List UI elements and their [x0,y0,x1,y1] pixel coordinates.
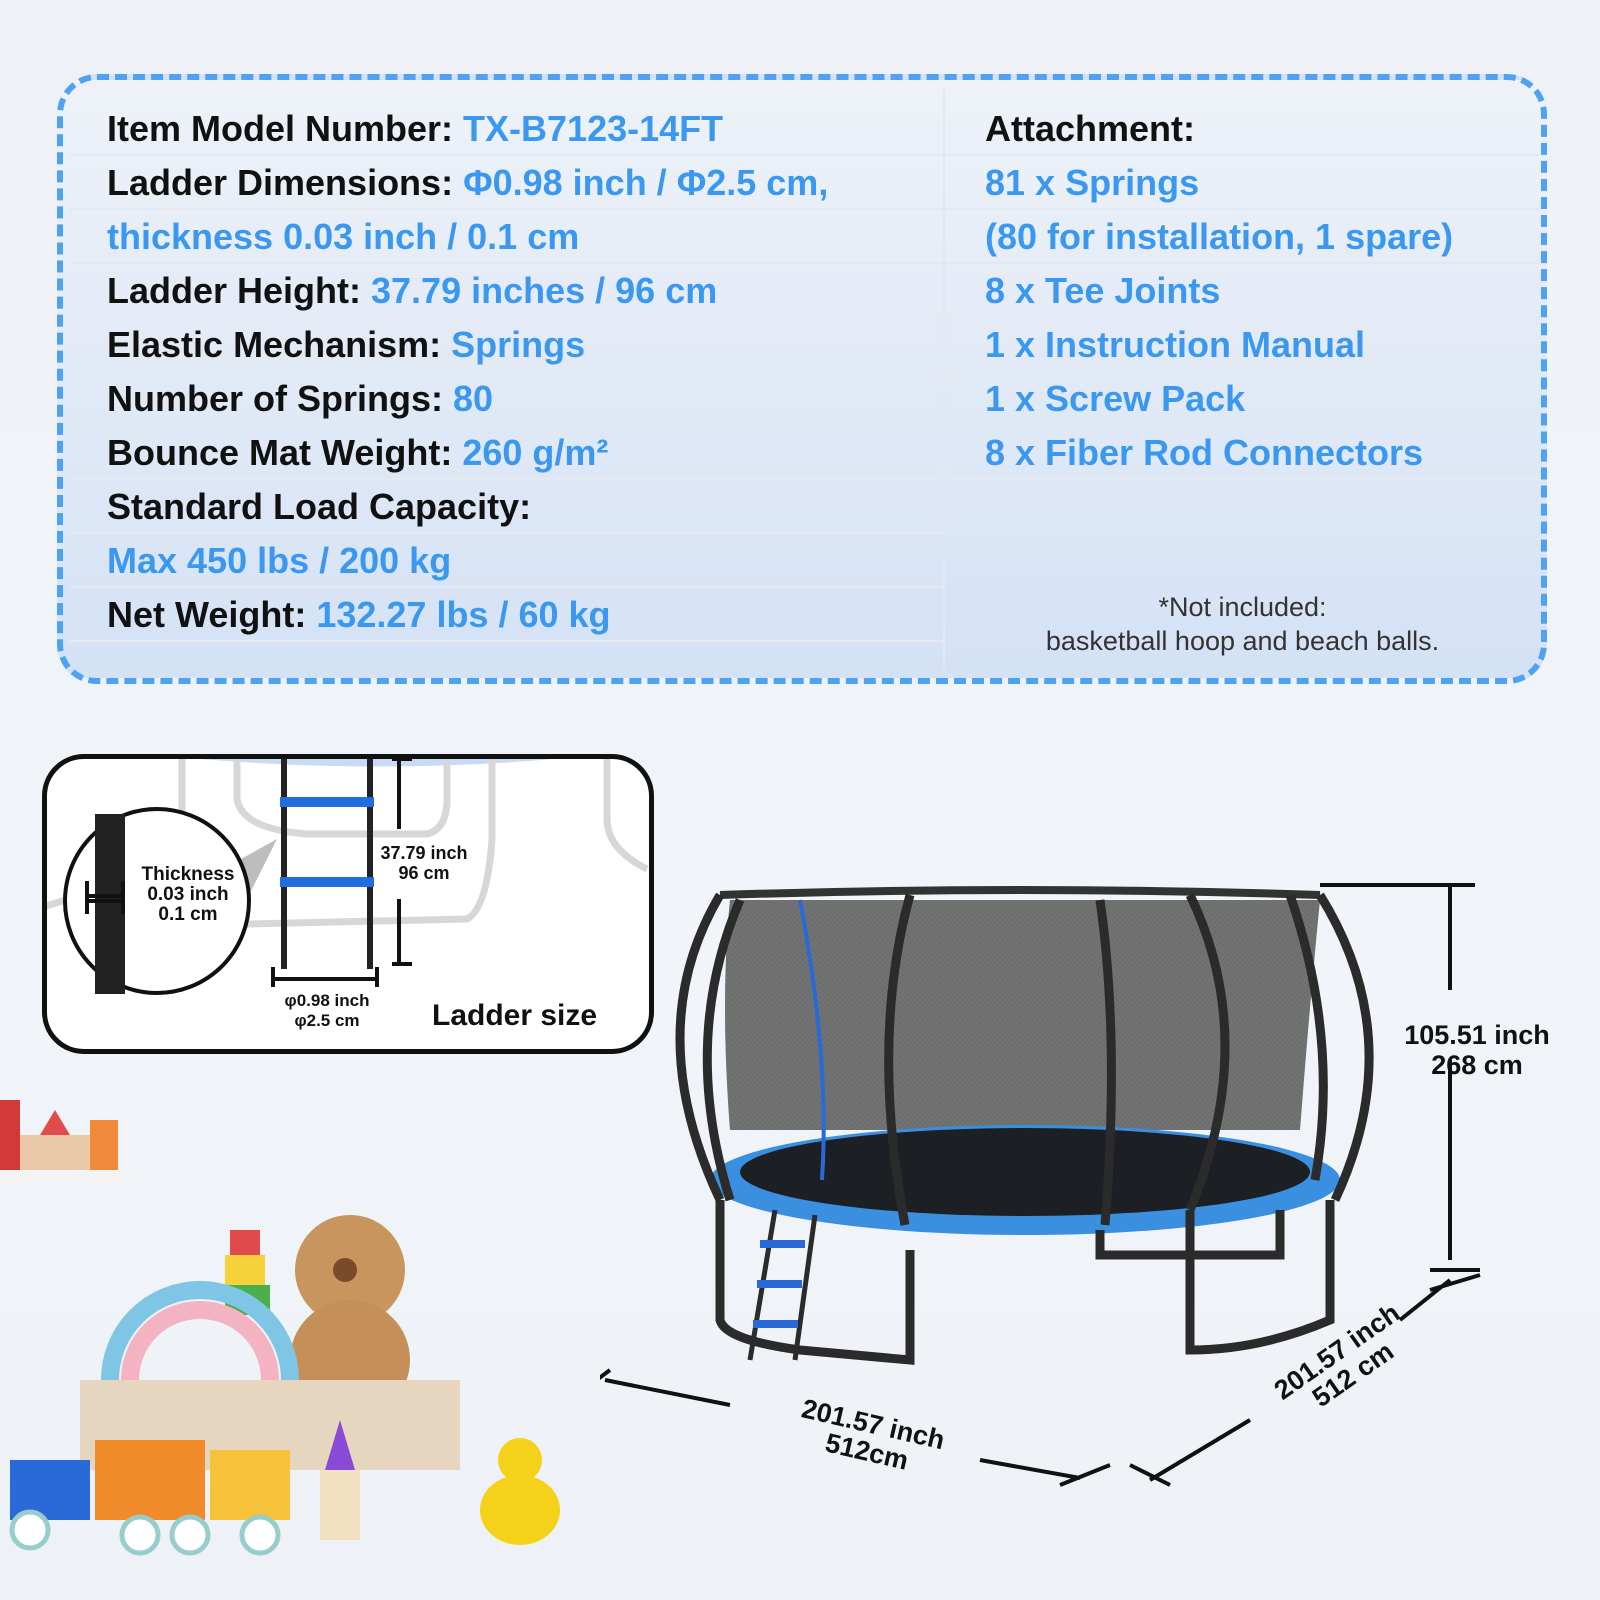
spec-key: Item Model Number: [107,108,464,149]
attachment-row: 8 x Tee Joints [945,264,1540,318]
spec-row: Item Model Number: TX-B7123-14FT [69,102,943,156]
attachment-item: 81 x Springs [985,162,1200,203]
attachment-item: 1 x Screw Pack [985,378,1246,419]
attachment-item: 1 x Instruction Manual [985,324,1366,365]
attachment-row: 1 x Screw Pack [945,372,1540,426]
ladder-step [280,877,374,887]
spec-key: Number of Springs: [107,378,454,419]
spec-value: 37.79 inches / 96 cm [371,270,718,311]
spec-key: Standard Load Capacity: [107,486,532,527]
note-line: *Not included: [1158,592,1327,622]
spec-value: Φ0.98 inch / Φ2.5 cm, [463,162,829,203]
ladder-step [280,797,374,807]
spec-key: Ladder Dimensions: [107,162,464,203]
attachment-item: 8 x Fiber Rod Connectors [985,432,1424,473]
spec-row: Ladder Dimensions: Φ0.98 inch / Φ2.5 cm, [69,156,943,210]
spec-row: thickness 0.03 inch / 0.1 cm [69,210,943,264]
spec-row: Bounce Mat Weight: 260 g/m² [69,426,943,480]
spec-row: Max 450 lbs / 200 kg [69,534,943,588]
spec-key: Elastic Mechanism: [107,324,452,365]
spec-value: 132.27 lbs / 60 kg [316,594,611,635]
column-divider [943,90,945,668]
attachment-title: Attachment: [985,108,1196,149]
attachment-row: Attachment: [945,102,1540,156]
spec-row: Standard Load Capacity: [69,480,943,534]
spec-value: thickness 0.03 inch / 0.1 cm [107,216,580,257]
spec-value: Max 450 lbs / 200 kg [107,540,452,581]
attachment-item: (80 for installation, 1 spare) [985,216,1454,257]
not-included-note: *Not included: basketball hoop and beach… [945,590,1540,658]
spec-value: 260 g/m² [462,432,609,473]
attachment-row: (80 for installation, 1 spare) [945,210,1540,264]
attachment-item: 8 x Tee Joints [985,270,1221,311]
trampoline-illustration [600,883,1481,1487]
spec-value: TX-B7123-14FT [463,108,724,149]
attachment-row: 8 x Fiber Rod Connectors [945,426,1540,480]
note-line: basketball hoop and beach balls. [1045,626,1440,656]
spec-value: 80 [453,378,494,419]
spec-key: Ladder Height: [107,270,372,311]
spec-row: Ladder Height: 37.79 inches / 96 cm [69,264,943,318]
spec-value: Springs [451,324,586,365]
toys-illustration [0,1100,560,1556]
spec-row: Elastic Mechanism: Springs [69,318,943,372]
spec-row: Net Weight: 132.27 lbs / 60 kg [69,588,943,642]
spec-key: Net Weight: [107,594,317,635]
ladder-illustration [47,759,649,995]
ladder-size-title: Ladder size [432,999,598,1032]
attachment-row: 1 x Instruction Manual [945,318,1540,372]
spec-row: Number of Springs: 80 [69,372,943,426]
attachment-row: 81 x Springs [945,156,1540,210]
bounce-mat [740,1128,1310,1216]
spec-key: Bounce Mat Weight: [107,432,463,473]
